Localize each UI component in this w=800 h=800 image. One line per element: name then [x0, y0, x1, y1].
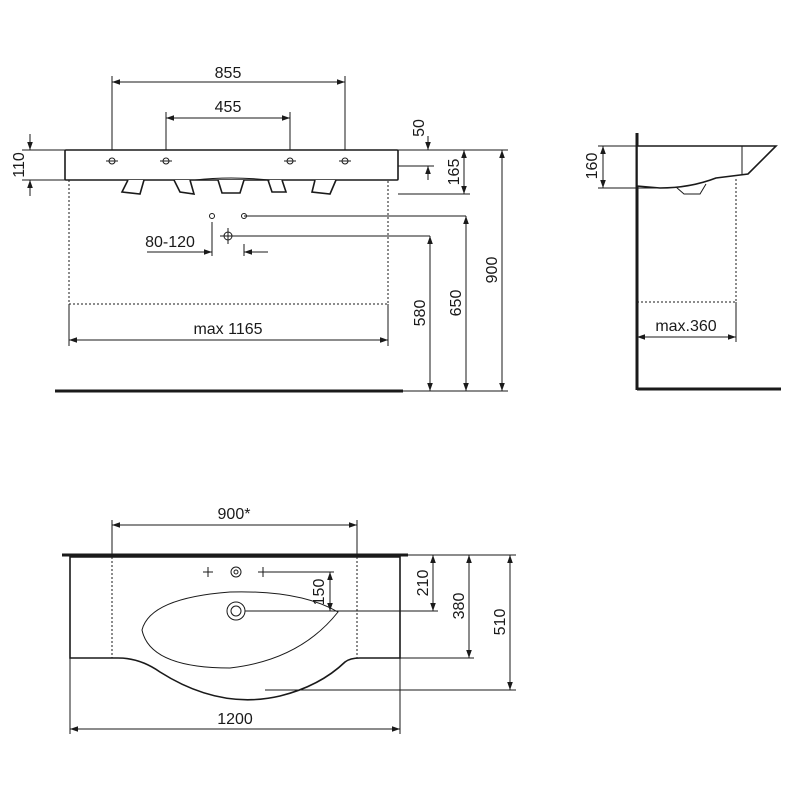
supply-markers: [209, 213, 466, 244]
tap-cross-markers: [203, 567, 268, 577]
dim-50-label: 50: [411, 119, 428, 137]
dim-580-label: 580: [412, 300, 429, 327]
side-basin: [636, 145, 778, 189]
basin-slab: [64, 149, 399, 181]
dim-150-label: 150: [311, 579, 328, 606]
underside-bumps: [120, 179, 337, 195]
dim-650-label: 650: [448, 290, 465, 317]
dim-165-label: 165: [446, 159, 463, 186]
dim-455-label: 455: [215, 99, 242, 116]
dim-855-label: 855: [215, 65, 242, 82]
dim-max360-label: max.360: [655, 318, 716, 335]
drain-curve: [194, 177, 271, 181]
side-cabinet: [637, 178, 737, 303]
dim-380-label: 380: [451, 593, 468, 620]
side-view: 160 max.360: [584, 133, 781, 391]
dim-510-label: 510: [492, 609, 509, 636]
cabinet-outline: [68, 180, 389, 305]
dim-110-label: 110: [11, 152, 28, 178]
dim-1200-label: 1200: [217, 711, 253, 728]
top-view: 900* 150 210 380 510 1200: [62, 506, 516, 734]
side-drain: [675, 183, 707, 195]
dim-160-label: 160: [584, 153, 601, 180]
dim-900-label: 900: [484, 257, 501, 284]
dim-210-label: 210: [415, 570, 432, 597]
slab-holes: [106, 157, 351, 165]
top-bowl: [141, 591, 339, 669]
dim-max1165-label: max 1165: [193, 321, 262, 338]
top-basin-outline: [69, 556, 401, 701]
dim-80-120-label: 80-120: [145, 234, 195, 251]
front-view: 855 455 110 50 165 80-120 max 1165: [11, 65, 508, 393]
dim-900-star-label: 900*: [218, 506, 251, 523]
